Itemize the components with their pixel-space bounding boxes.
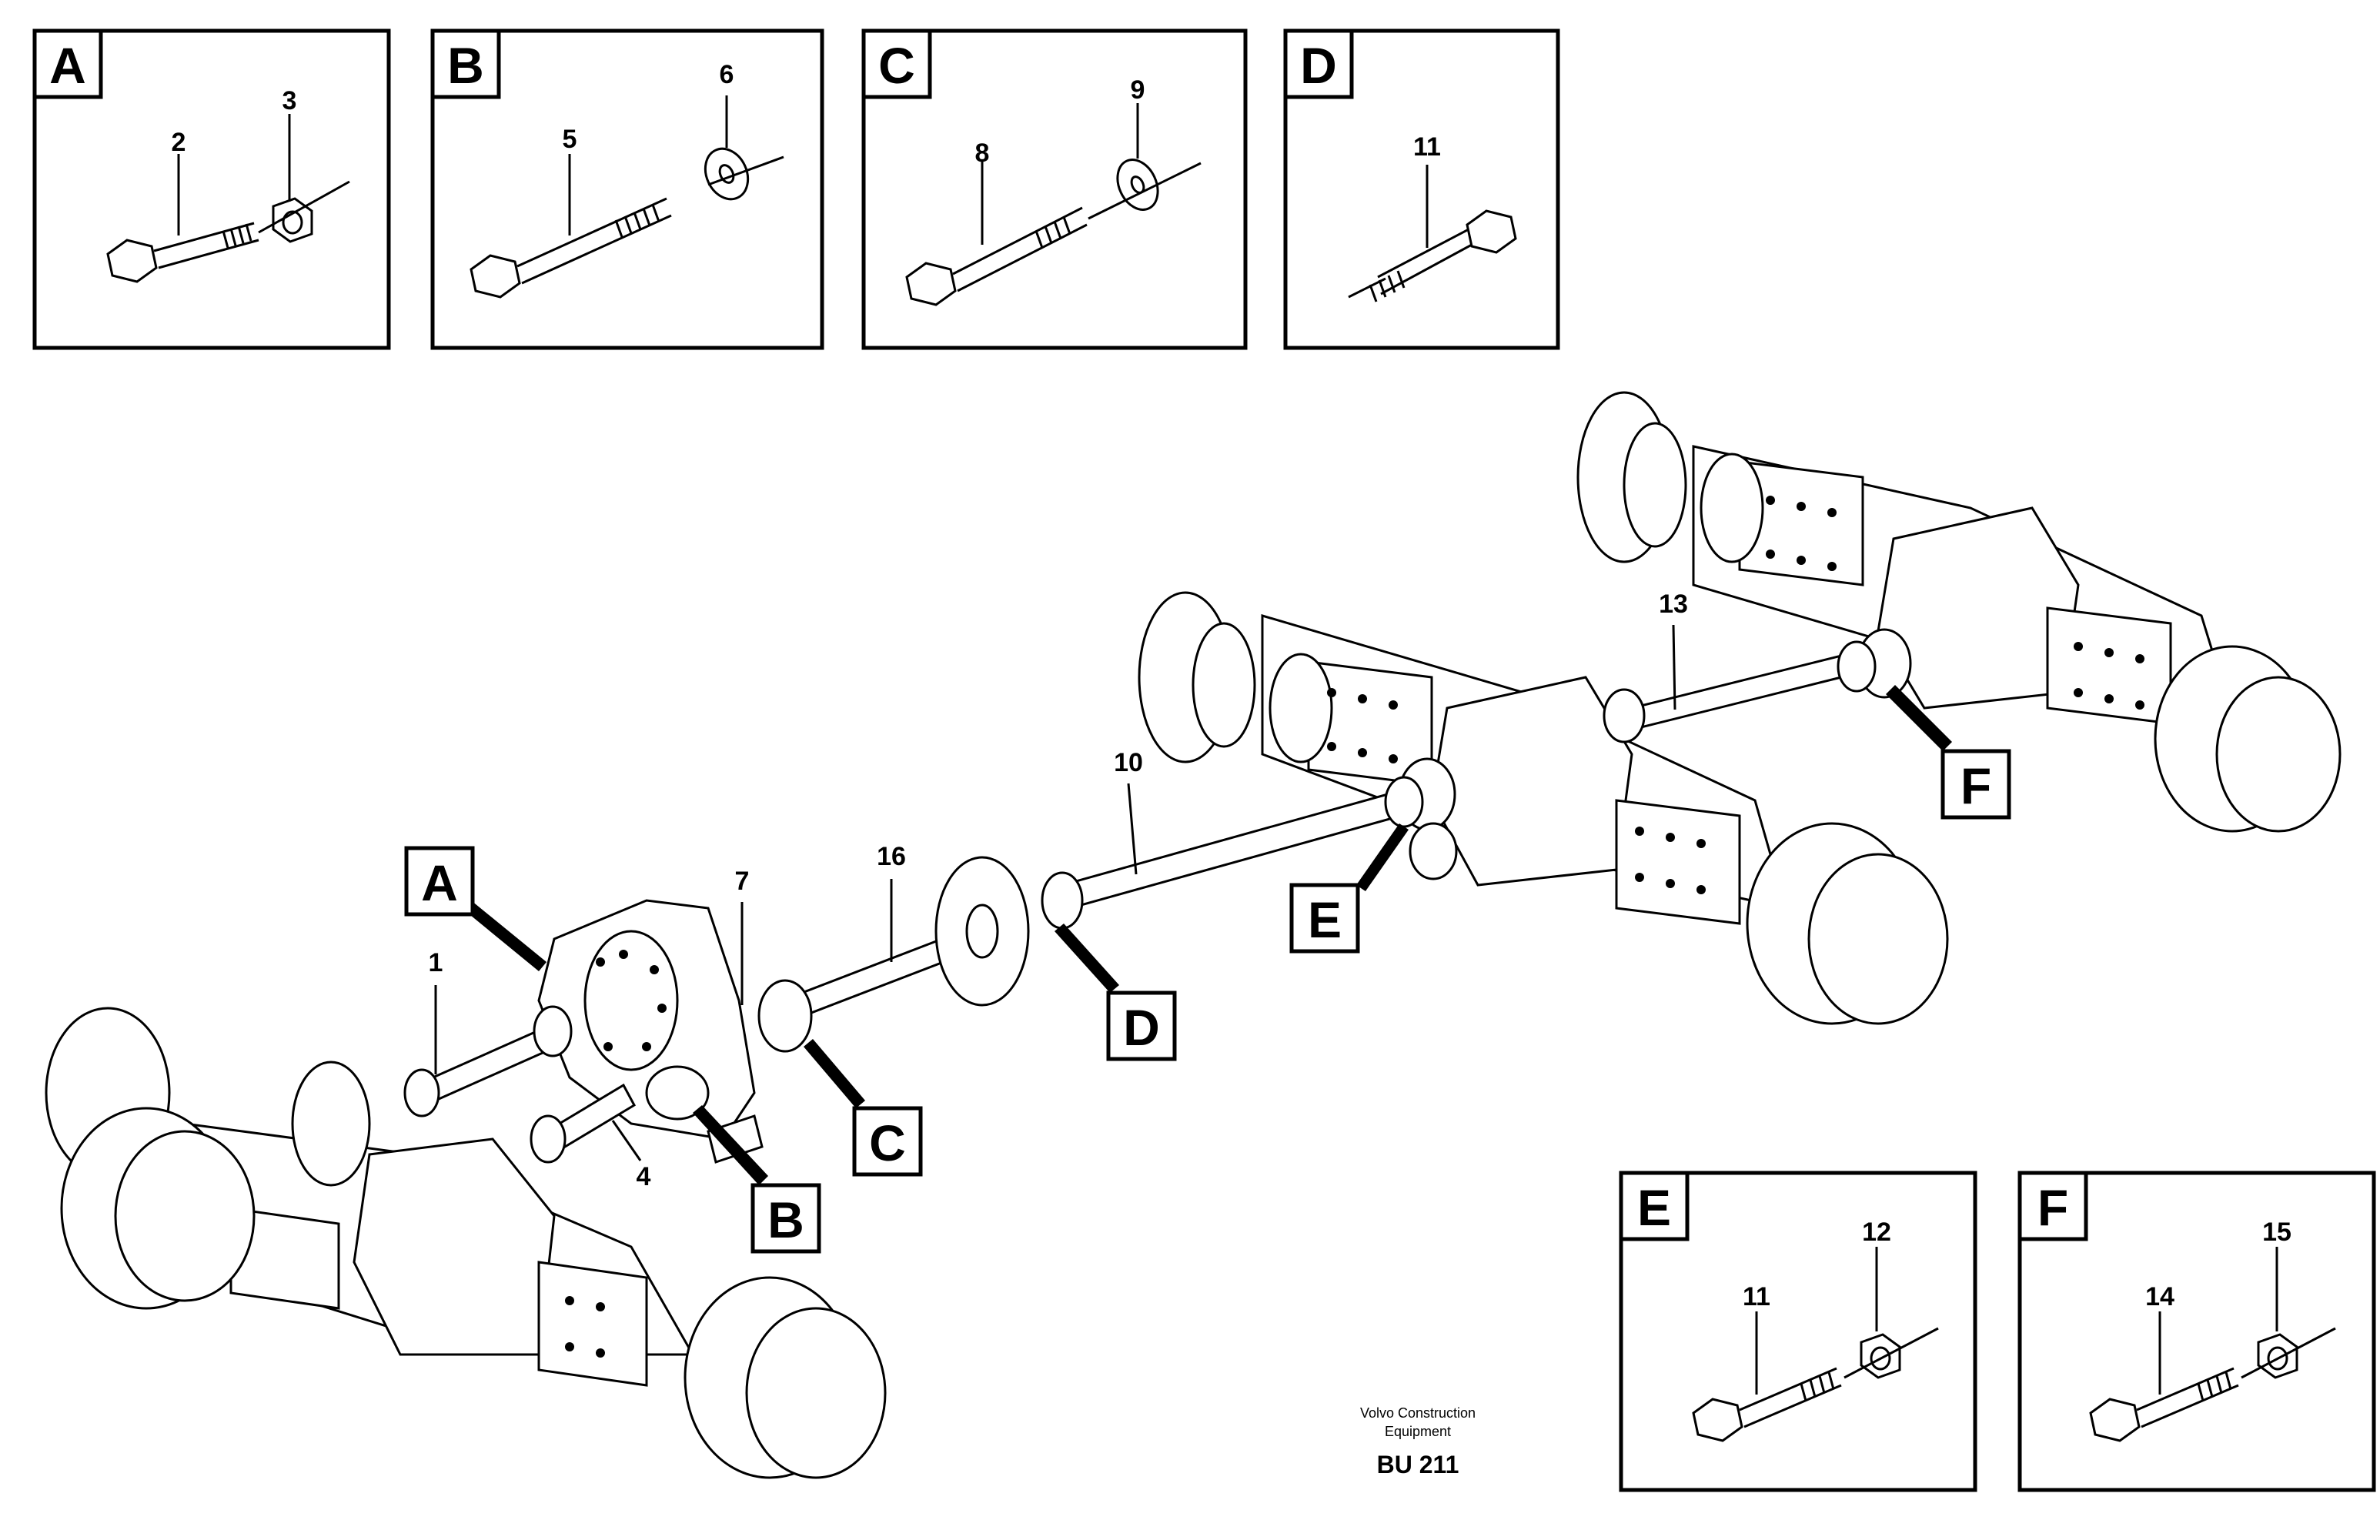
callout-a: A	[404, 846, 547, 971]
part-number-1: 1	[429, 948, 443, 977]
washer-icon	[1088, 159, 1202, 220]
part-number-4: 4	[637, 1162, 651, 1191]
detail-box-f: F 14 15	[2017, 1171, 2376, 1492]
rear-axle-icon	[1576, 391, 2342, 833]
part-number: 14	[2145, 1282, 2174, 1311]
part-number: 6	[720, 60, 734, 89]
callout-e: E	[1289, 823, 1409, 954]
svg-text:A: A	[421, 854, 458, 911]
part-number-7: 7	[735, 867, 750, 896]
part-number-16: 16	[877, 842, 906, 871]
part-number: 11	[1413, 132, 1441, 162]
propeller-shaft-13	[1603, 640, 1877, 743]
washer-icon	[704, 147, 784, 201]
detail-box-a-letter: A	[49, 37, 86, 94]
part-number: 12	[1862, 1218, 1891, 1247]
bolt-icon	[470, 197, 672, 299]
svg-text:D: D	[1123, 999, 1160, 1056]
callout-c: C	[804, 1039, 923, 1177]
part-number: 2	[172, 128, 186, 157]
figure-code: BU 211	[1377, 1451, 1459, 1478]
propeller-shaft-10	[1041, 776, 1424, 930]
callout-b: B	[693, 1105, 821, 1254]
part-number: 9	[1131, 75, 1145, 105]
footer-line-1: Volvo Construction	[1360, 1405, 1476, 1421]
svg-text:C: C	[869, 1114, 906, 1171]
detail-box-d: D 11	[1283, 28, 1560, 350]
nut-icon	[2241, 1327, 2336, 1379]
detail-box-e-letter: E	[1637, 1179, 1671, 1236]
bolt-icon	[905, 206, 1088, 306]
detail-box-a: A 2 3	[32, 28, 391, 350]
part-number: 11	[1743, 1282, 1770, 1311]
footer: Volvo Construction Equipment BU 211	[1360, 1405, 1476, 1478]
middle-axle-icon	[1138, 591, 1949, 1025]
svg-text:F: F	[1960, 757, 1991, 814]
detail-box-b: B 5 6	[430, 28, 824, 350]
propeller-shaft-1	[403, 1005, 573, 1117]
svg-text:B: B	[767, 1191, 804, 1248]
driveline-assembly: 1 4 7 10 13 16	[45, 391, 2342, 1479]
part-number: 5	[563, 125, 577, 154]
detail-box-c-letter: C	[878, 37, 915, 94]
detail-box-c: C 8 9	[861, 28, 1248, 350]
svg-text:E: E	[1308, 891, 1342, 948]
front-axle-icon	[45, 1007, 887, 1479]
detail-box-d-letter: D	[1300, 37, 1337, 94]
part-number: 3	[282, 86, 297, 115]
detail-box-b-letter: B	[447, 37, 484, 94]
part-number: 15	[2262, 1218, 2291, 1247]
detail-box-f-letter: F	[2037, 1179, 2068, 1236]
detail-box-e: E 11 12	[1619, 1171, 1977, 1492]
footer-line-2: Equipment	[1385, 1424, 1451, 1439]
part-number-13: 13	[1659, 590, 1688, 619]
nut-icon	[258, 180, 350, 243]
propeller-shaft-16	[757, 856, 1030, 1053]
bolt-icon	[106, 222, 259, 283]
part-number: 8	[975, 139, 990, 168]
callout-f: F	[1886, 685, 2011, 820]
bolt-icon	[2089, 1367, 2239, 1442]
bolt-icon	[1348, 209, 1517, 302]
bolt-icon	[1692, 1367, 1842, 1442]
callout-d: D	[1055, 924, 1177, 1061]
propeller-shaft-4	[530, 1083, 636, 1164]
nut-icon	[1843, 1327, 1939, 1379]
part-number-10: 10	[1114, 748, 1143, 777]
